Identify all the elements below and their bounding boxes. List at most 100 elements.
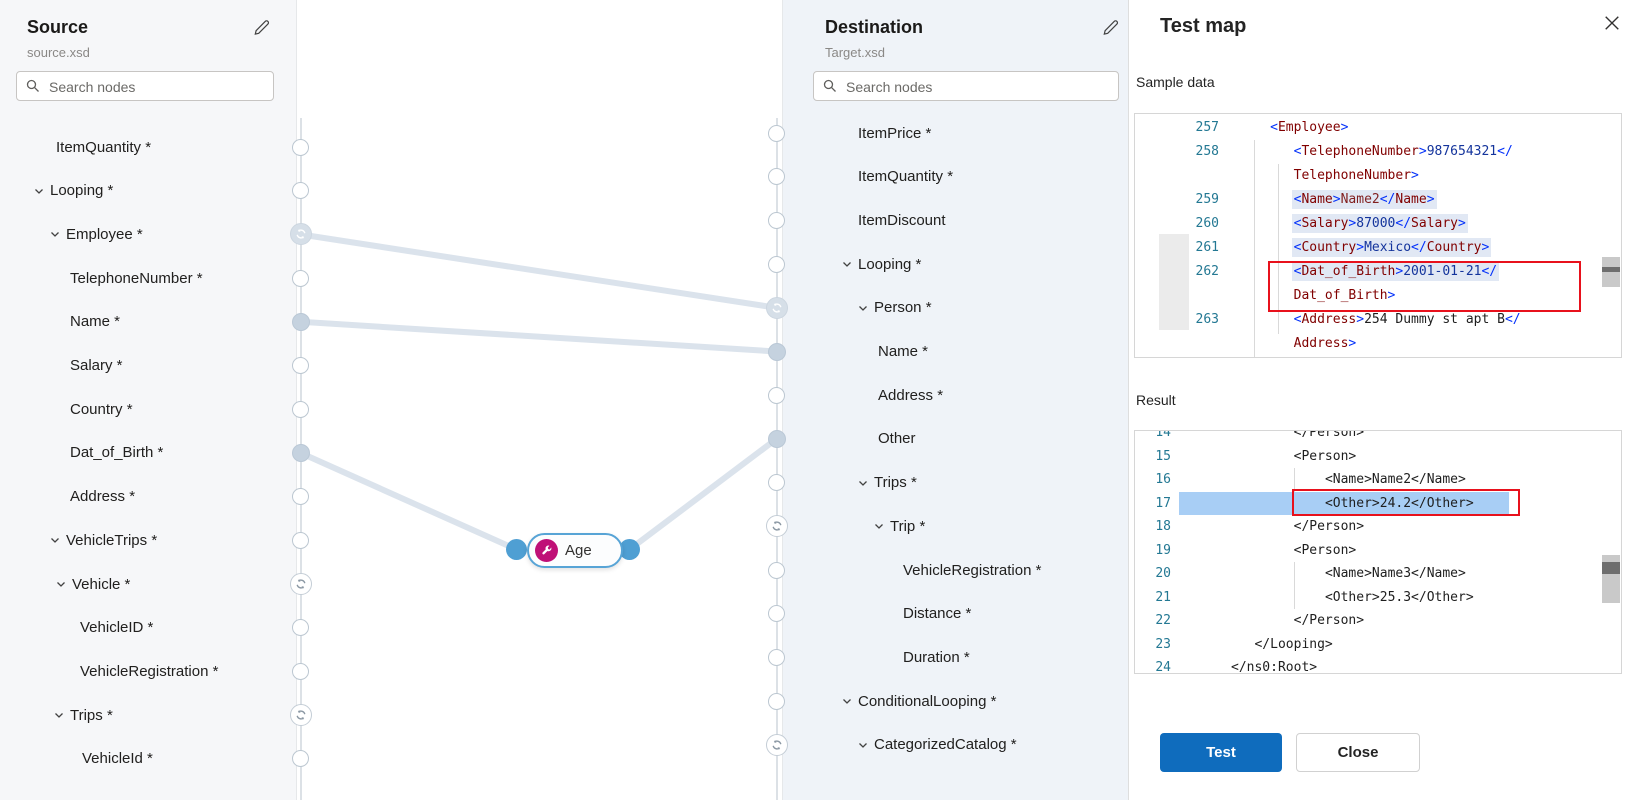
sample-data-label: Sample data bbox=[1136, 74, 1215, 90]
destination-port-distance[interactable] bbox=[768, 605, 785, 623]
tree-node-distance[interactable]: Distance * bbox=[903, 593, 971, 635]
source-port-trips[interactable] bbox=[289, 704, 312, 727]
code-text: </Person> bbox=[1293, 430, 1365, 440]
destination-edit-button[interactable] bbox=[1101, 18, 1121, 38]
chevron-down-icon[interactable] bbox=[857, 302, 869, 314]
tree-node-duration[interactable]: Duration * bbox=[903, 636, 970, 678]
tree-node-dat_of_birth[interactable]: Dat_of_Birth * bbox=[70, 432, 163, 474]
source-port-employee[interactable] bbox=[289, 223, 312, 246]
function-node-label: Age bbox=[565, 542, 592, 559]
function-input-handle[interactable] bbox=[506, 539, 527, 560]
tree-node-employee[interactable]: Employee * bbox=[49, 213, 143, 255]
tree-node-label: Trips * bbox=[874, 474, 917, 492]
tree-node-country[interactable]: Country * bbox=[70, 388, 133, 430]
source-port-salary[interactable] bbox=[292, 357, 309, 374]
destination-port-name[interactable] bbox=[767, 342, 786, 361]
tree-node-trips[interactable]: Trips * bbox=[857, 462, 917, 504]
source-port-looping[interactable] bbox=[292, 182, 309, 200]
tree-node-address[interactable]: Address * bbox=[878, 374, 943, 416]
chevron-down-icon[interactable] bbox=[33, 185, 45, 197]
tree-node-person[interactable]: Person * bbox=[857, 287, 932, 329]
source-port-telephonenumber[interactable] bbox=[292, 269, 309, 287]
source-search-input[interactable] bbox=[47, 72, 271, 102]
chevron-down-icon[interactable] bbox=[857, 739, 869, 751]
destination-port-trips[interactable] bbox=[768, 474, 785, 492]
destination-port-other[interactable] bbox=[767, 429, 786, 448]
code-line: 16<Name>Name2</Name> bbox=[1135, 468, 1621, 492]
sample-data-editor[interactable]: </Employee>257<Employee>258<TelephoneNum… bbox=[1134, 113, 1622, 358]
destination-search-input[interactable] bbox=[844, 72, 1116, 102]
line-number: 22 bbox=[1155, 613, 1171, 628]
destination-port-person[interactable] bbox=[765, 296, 788, 319]
destination-port-trip[interactable] bbox=[765, 515, 788, 538]
chevron-down-icon[interactable] bbox=[841, 695, 853, 707]
tree-node-trip[interactable]: Trip * bbox=[873, 505, 925, 547]
test-button[interactable]: Test bbox=[1160, 733, 1282, 772]
destination-port-itemdiscount[interactable] bbox=[768, 211, 785, 229]
source-port-address[interactable] bbox=[292, 488, 309, 506]
tree-node-looping[interactable]: Looping * bbox=[841, 243, 921, 285]
source-port-vehicleid[interactable] bbox=[292, 619, 309, 637]
source-port-name[interactable] bbox=[291, 312, 310, 331]
tree-node-telephonenumber[interactable]: TelephoneNumber * bbox=[70, 257, 203, 299]
close-icon[interactable] bbox=[1604, 15, 1628, 39]
code-text: </ns0:Root> bbox=[1231, 660, 1318, 674]
destination-port-looping[interactable] bbox=[768, 255, 785, 273]
source-port-dat_of_birth[interactable] bbox=[291, 443, 310, 462]
tree-node-itemprice[interactable]: ItemPrice * bbox=[858, 112, 931, 154]
source-port-vehicletrips[interactable] bbox=[292, 531, 309, 549]
source-edit-button[interactable] bbox=[252, 18, 272, 38]
close-button[interactable]: Close bbox=[1296, 733, 1420, 772]
chevron-down-icon[interactable] bbox=[53, 709, 65, 721]
tree-node-trips[interactable]: Trips * bbox=[53, 694, 113, 736]
code-line: 258<TelephoneNumber>987654321</ bbox=[1135, 140, 1621, 164]
tree-node-vehicleid[interactable]: VehicleID * bbox=[80, 607, 153, 649]
tree-node-categorizedcatalog[interactable]: CategorizedCatalog * bbox=[857, 724, 1017, 766]
tree-node-vehicleregistration[interactable]: VehicleRegistration * bbox=[903, 549, 1041, 591]
tree-node-label: Employee * bbox=[66, 225, 143, 243]
destination-port-address[interactable] bbox=[768, 386, 785, 404]
destination-port-itemprice[interactable] bbox=[768, 124, 785, 142]
source-port-country[interactable] bbox=[292, 400, 309, 418]
source-port-vehicle[interactable] bbox=[289, 573, 312, 595]
code-line: 257<Employee> bbox=[1135, 116, 1621, 140]
line-number: 263 bbox=[1195, 312, 1219, 327]
tree-node-itemquantity[interactable]: ItemQuantity * bbox=[56, 126, 151, 168]
chevron-down-icon[interactable] bbox=[49, 534, 61, 546]
annotation-box-dat-of-birth bbox=[1268, 261, 1581, 312]
tree-node-vehicletrips[interactable]: VehicleTrips * bbox=[49, 519, 157, 561]
tree-node-itemquantity[interactable]: ItemQuantity * bbox=[858, 156, 953, 198]
tree-node-looping[interactable]: Looping * bbox=[33, 170, 113, 212]
tree-node-vehicle[interactable]: Vehicle * bbox=[55, 563, 130, 605]
source-port-itemquantity[interactable] bbox=[292, 138, 309, 156]
source-port-vehicleid[interactable] bbox=[292, 750, 309, 768]
tree-node-salary[interactable]: Salary * bbox=[70, 345, 123, 387]
chevron-down-icon[interactable] bbox=[55, 578, 67, 590]
scrollbar-thumb[interactable] bbox=[1602, 257, 1620, 287]
destination-port-itemquantity[interactable] bbox=[768, 168, 785, 186]
tree-node-address[interactable]: Address * bbox=[70, 476, 135, 518]
chevron-down-icon[interactable] bbox=[857, 477, 869, 489]
chevron-down-icon[interactable] bbox=[49, 228, 61, 240]
code-line: 20<Name>Name3</Name> bbox=[1135, 562, 1621, 586]
chevron-down-icon[interactable] bbox=[873, 520, 885, 532]
destination-port-categorizedcatalog[interactable] bbox=[765, 733, 788, 756]
tree-node-label: ItemQuantity * bbox=[56, 138, 152, 156]
chevron-down-icon[interactable] bbox=[841, 258, 853, 270]
tree-node-name[interactable]: Name * bbox=[878, 331, 928, 373]
function-node-age[interactable]: Age bbox=[527, 533, 623, 568]
destination-port-conditionallooping[interactable] bbox=[768, 692, 785, 710]
tree-node-other[interactable]: Other bbox=[878, 418, 916, 460]
code-text: <Employee> bbox=[1270, 120, 1349, 135]
result-editor[interactable]: 14</Person>15<Person>16<Name>Name2</Name… bbox=[1134, 430, 1622, 674]
tree-node-vehicleid[interactable]: VehicleId * bbox=[82, 738, 153, 780]
tree-node-itemdiscount[interactable]: ItemDiscount bbox=[858, 199, 946, 241]
tree-node-conditionallooping[interactable]: ConditionalLooping * bbox=[841, 680, 996, 722]
destination-port-duration[interactable] bbox=[768, 648, 785, 666]
tree-node-vehicleregistration[interactable]: VehicleRegistration * bbox=[80, 650, 218, 692]
tree-node-label: Looping * bbox=[50, 182, 114, 200]
destination-port-vehicleregistration[interactable] bbox=[768, 561, 785, 579]
source-port-vehicleregistration[interactable] bbox=[292, 662, 309, 680]
tree-node-name[interactable]: Name * bbox=[70, 301, 120, 343]
code-line: 24</ns0:Root> bbox=[1135, 656, 1621, 674]
